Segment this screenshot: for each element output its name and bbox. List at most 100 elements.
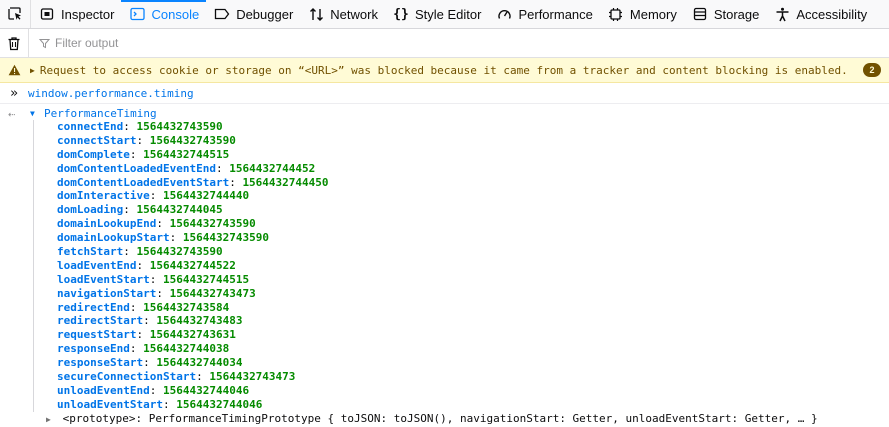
property-row: connectEnd: 1564432743590 bbox=[57, 120, 889, 134]
debugger-icon bbox=[214, 6, 230, 22]
property-key: responseEnd bbox=[57, 342, 130, 356]
input-chevron-icon: » bbox=[10, 85, 18, 101]
tab-network[interactable]: Network bbox=[300, 0, 385, 28]
property-key: loadEventEnd bbox=[57, 258, 137, 272]
property-key: domLoading bbox=[57, 203, 124, 217]
tab-inspector[interactable]: Inspector bbox=[31, 0, 121, 28]
property-separator: : bbox=[143, 356, 157, 370]
element-picker-button[interactable] bbox=[0, 0, 31, 28]
object-header[interactable]: ▼ PerformanceTiming bbox=[30, 106, 889, 120]
property-separator: : bbox=[123, 245, 137, 259]
property-separator: : bbox=[156, 286, 170, 300]
property-value: 1564432743590 bbox=[136, 245, 223, 259]
tab-label: Console bbox=[151, 6, 200, 22]
funnel-icon bbox=[39, 38, 50, 49]
style-editor-icon: {} bbox=[393, 6, 409, 22]
tab-storage[interactable]: Storage bbox=[684, 0, 767, 28]
property-separator: : bbox=[149, 272, 163, 286]
tab-debugger[interactable]: Debugger bbox=[206, 0, 300, 28]
property-key: domInteractive bbox=[57, 189, 150, 203]
property-row: domainLookupStart: 1564432743590 bbox=[57, 231, 889, 245]
property-row: domContentLoadedEventStart: 156443274445… bbox=[57, 176, 889, 190]
console-filter-bar: Filter output bbox=[0, 29, 889, 58]
property-row: connectStart: 1564432743590 bbox=[57, 134, 889, 148]
property-key: domComplete bbox=[57, 147, 130, 161]
property-key: loadEventStart bbox=[57, 272, 150, 286]
property-separator: : bbox=[169, 231, 183, 245]
prototype-row[interactable]: ▶ <prototype>: PerformanceTimingPrototyp… bbox=[46, 412, 889, 426]
property-row: navigationStart: 1564432743473 bbox=[57, 287, 889, 301]
tab-label: Memory bbox=[629, 6, 677, 22]
tab-performance[interactable]: Performance bbox=[488, 0, 599, 28]
collapse-arrow-icon[interactable]: ▼ bbox=[30, 108, 35, 118]
tab-label: Storage bbox=[713, 6, 760, 22]
property-separator: : bbox=[196, 370, 210, 384]
memory-icon bbox=[608, 6, 624, 22]
property-key: requestStart bbox=[57, 328, 137, 342]
storage-icon bbox=[692, 6, 708, 22]
tracker-warning-message: ▶ Request to access cookie or storage on… bbox=[0, 58, 889, 83]
trash-icon bbox=[8, 36, 20, 50]
property-key: unloadEventStart bbox=[57, 397, 163, 411]
expand-arrow-icon[interactable]: ▶ bbox=[46, 414, 51, 424]
property-value: 1564432743590 bbox=[136, 120, 223, 133]
property-separator: : bbox=[156, 217, 170, 231]
property-row: unloadEventStart: 1564432744046 bbox=[57, 398, 889, 412]
property-value: 1564432743473 bbox=[169, 286, 256, 300]
filter-output-input[interactable]: Filter output bbox=[29, 36, 118, 50]
console-result: ⇠ ▼ PerformanceTiming connectEnd: 156443… bbox=[0, 104, 889, 426]
property-row: unloadEventEnd: 1564432744046 bbox=[57, 384, 889, 398]
input-code: window.performance.timing bbox=[28, 86, 194, 100]
property-row: requestStart: 1564432743631 bbox=[57, 328, 889, 342]
accessibility-icon bbox=[774, 6, 790, 22]
property-value: 1564432744515 bbox=[162, 272, 250, 286]
console-icon bbox=[129, 6, 145, 22]
tab-accessibility[interactable]: Accessibility bbox=[766, 0, 874, 28]
property-row: domInteractive: 1564432744440 bbox=[57, 189, 889, 203]
tab-label: Network bbox=[330, 6, 378, 22]
property-value: 1564432743483 bbox=[156, 314, 243, 328]
warning-text: Request to access cookie or storage on “… bbox=[39, 63, 848, 77]
expand-arrow-icon[interactable]: ▶ bbox=[30, 65, 35, 75]
property-row: domainLookupEnd: 1564432743590 bbox=[57, 217, 889, 231]
property-key: navigationStart bbox=[57, 286, 157, 300]
object-class-name: PerformanceTiming bbox=[44, 106, 157, 120]
clear-console-button[interactable] bbox=[0, 29, 29, 57]
property-value: 1564432744034 bbox=[156, 356, 243, 370]
property-separator: : bbox=[129, 342, 144, 356]
property-row: domContentLoadedEventEnd: 1564432744452 bbox=[57, 162, 889, 176]
result-arrow-icon: ⇠ bbox=[8, 107, 16, 121]
property-value: 1564432743590 bbox=[149, 133, 236, 147]
tab-memory[interactable]: Memory bbox=[600, 0, 684, 28]
tab-console[interactable]: Console bbox=[121, 0, 206, 28]
tab-label: Inspector bbox=[61, 6, 115, 22]
property-key: responseStart bbox=[57, 356, 144, 370]
performance-icon bbox=[496, 6, 512, 22]
property-key: redirectStart bbox=[57, 314, 144, 328]
property-key: domContentLoadedEventEnd bbox=[57, 161, 216, 175]
property-separator: : bbox=[129, 147, 144, 161]
property-value: 1564432743584 bbox=[143, 300, 230, 314]
property-value: 1564432743590 bbox=[182, 231, 269, 245]
property-value: 1564432743631 bbox=[149, 328, 236, 342]
property-row: responseStart: 1564432744034 bbox=[57, 356, 889, 370]
property-value: 1564432743590 bbox=[169, 217, 256, 231]
property-value: 1564432744450 bbox=[242, 175, 329, 189]
property-row: fetchStart: 1564432743590 bbox=[57, 245, 889, 259]
property-separator: : bbox=[136, 133, 150, 147]
property-separator: : bbox=[123, 120, 137, 133]
property-key: unloadEventEnd bbox=[57, 383, 150, 397]
filter-placeholder: Filter output bbox=[55, 36, 119, 50]
property-separator: : bbox=[149, 189, 163, 203]
property-value: 1564432743473 bbox=[209, 370, 296, 384]
property-key: connectStart bbox=[57, 133, 137, 147]
property-value: 1564432744046 bbox=[176, 397, 263, 411]
tab-style-editor[interactable]: {} Style Editor bbox=[385, 0, 488, 28]
property-separator: : bbox=[149, 383, 163, 397]
property-separator: : bbox=[123, 203, 137, 217]
property-row: loadEventStart: 1564432744515 bbox=[57, 273, 889, 287]
property-separator: : bbox=[136, 328, 150, 342]
property-row: redirectEnd: 1564432743584 bbox=[57, 301, 889, 315]
property-value: 1564432744045 bbox=[136, 203, 223, 217]
